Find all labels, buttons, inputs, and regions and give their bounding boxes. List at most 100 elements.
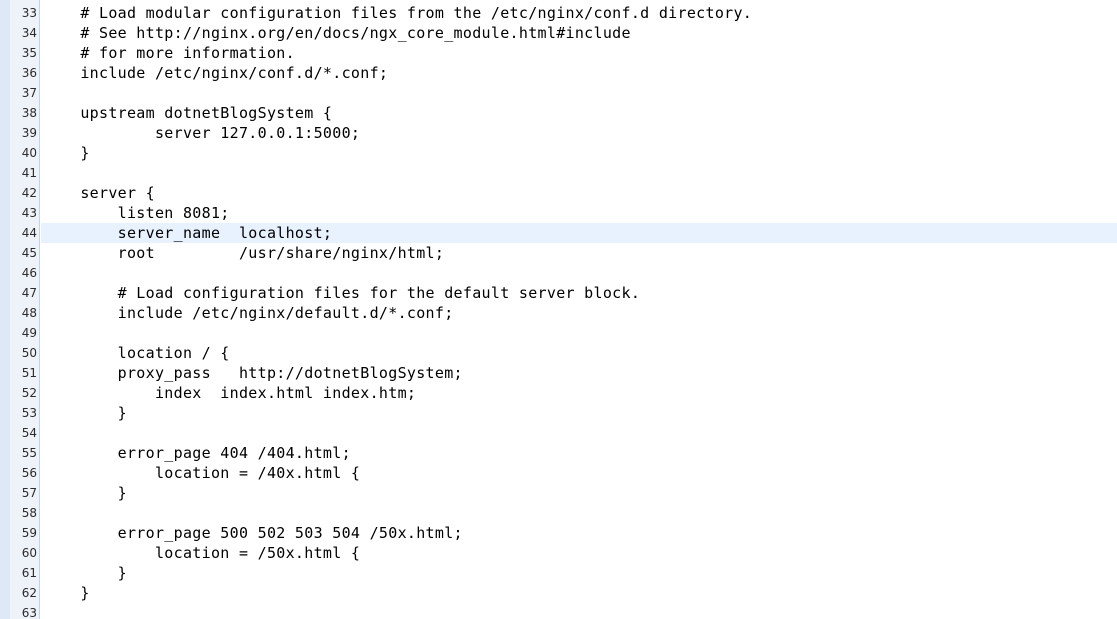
code-text[interactable]: # See http://nginx.org/en/docs/ngx_core_… (43, 24, 631, 42)
code-text[interactable]: location = /40x.html { (43, 464, 361, 482)
code-text[interactable]: # Load modular configuration files from … (43, 4, 753, 22)
code-line[interactable]: 39 server 127.0.0.1:5000; (0, 123, 1117, 143)
code-line-area[interactable] (41, 263, 1117, 283)
code-line-area[interactable]: include /etc/nginx/default.d/*.conf; (41, 303, 1117, 323)
code-line[interactable]: 48 include /etc/nginx/default.d/*.conf; (0, 303, 1117, 323)
code-line[interactable]: 41 (0, 163, 1117, 183)
code-line[interactable]: 58 (0, 503, 1117, 523)
code-line[interactable]: 34 # See http://nginx.org/en/docs/ngx_co… (0, 23, 1117, 43)
line-number: 60 (21, 546, 37, 560)
code-line-area[interactable]: root /usr/share/nginx/html; (41, 243, 1117, 263)
line-number: 62 (21, 586, 37, 600)
code-line[interactable]: 46 (0, 263, 1117, 283)
code-line-area[interactable]: } (41, 563, 1117, 583)
code-text[interactable]: error_page 404 /404.html; (43, 444, 351, 462)
code-text[interactable]: } (43, 144, 90, 162)
code-line[interactable]: 63 (0, 603, 1117, 619)
code-lines[interactable]: 33 # Load modular configuration files fr… (0, 3, 1117, 619)
code-text[interactable]: include /etc/nginx/default.d/*.conf; (43, 304, 454, 322)
code-line[interactable]: 55 error_page 404 /404.html; (0, 443, 1117, 463)
line-number: 61 (21, 566, 37, 580)
line-number-gutter (0, 0, 40, 619)
code-line-area[interactable]: include /etc/nginx/conf.d/*.conf; (41, 63, 1117, 83)
code-text[interactable]: # Load configuration files for the defau… (43, 284, 641, 302)
line-number: 39 (21, 126, 37, 140)
line-number: 35 (21, 46, 37, 60)
code-text[interactable]: proxy_pass http://dotnetBlogSystem; (43, 364, 463, 382)
code-line-area[interactable] (41, 163, 1117, 183)
code-text[interactable]: location / { (43, 344, 230, 362)
code-line[interactable]: 33 # Load modular configuration files fr… (0, 3, 1117, 23)
code-line-area[interactable]: } (41, 483, 1117, 503)
code-line[interactable]: 52 index index.html index.htm; (0, 383, 1117, 403)
code-text[interactable]: include /etc/nginx/conf.d/*.conf; (43, 64, 389, 82)
line-number: 40 (21, 146, 37, 160)
code-line-area[interactable]: # for more information. (41, 43, 1117, 63)
code-line[interactable]: 59 error_page 500 502 503 504 /50x.html; (0, 523, 1117, 543)
code-text[interactable]: index index.html index.htm; (43, 384, 417, 402)
code-line-area[interactable] (41, 83, 1117, 103)
code-line-area[interactable]: index index.html index.htm; (41, 383, 1117, 403)
code-line[interactable]: 44 server_name localhost; (0, 223, 1117, 243)
code-line-area[interactable] (41, 323, 1117, 343)
code-line-area[interactable]: server_name localhost; (41, 223, 1117, 243)
code-line[interactable]: 56 location = /40x.html { (0, 463, 1117, 483)
code-line[interactable]: 38 upstream dotnetBlogSystem { (0, 103, 1117, 123)
code-text[interactable]: listen 8081; (43, 204, 230, 222)
code-text[interactable]: location = /50x.html { (43, 544, 361, 562)
code-line-area[interactable]: upstream dotnetBlogSystem { (41, 103, 1117, 123)
code-text[interactable]: upstream dotnetBlogSystem { (43, 104, 333, 122)
code-line-area[interactable]: error_page 500 502 503 504 /50x.html; (41, 523, 1117, 543)
code-line-area[interactable]: # Load configuration files for the defau… (41, 283, 1117, 303)
code-line-area[interactable] (41, 423, 1117, 443)
code-line[interactable]: 37 (0, 83, 1117, 103)
code-line[interactable]: 54 (0, 423, 1117, 443)
code-line[interactable]: 57 } (0, 483, 1117, 503)
code-line[interactable]: 50 location / { (0, 343, 1117, 363)
code-line[interactable]: 35 # for more information. (0, 43, 1117, 63)
code-line-area[interactable]: proxy_pass http://dotnetBlogSystem; (41, 363, 1117, 383)
code-text[interactable]: } (43, 584, 90, 602)
code-text[interactable]: server { (43, 184, 155, 202)
code-line-area[interactable]: server { (41, 183, 1117, 203)
code-line-area[interactable]: location / { (41, 343, 1117, 363)
code-text[interactable]: } (43, 404, 127, 422)
code-line[interactable]: 51 proxy_pass http://dotnetBlogSystem; (0, 363, 1117, 383)
line-number: 34 (21, 26, 37, 40)
code-text[interactable]: server 127.0.0.1:5000; (43, 124, 361, 142)
code-line-area[interactable]: error_page 404 /404.html; (41, 443, 1117, 463)
code-line-area[interactable] (41, 603, 1117, 619)
code-line[interactable]: 43 listen 8081; (0, 203, 1117, 223)
code-text[interactable]: root /usr/share/nginx/html; (43, 244, 445, 262)
code-text[interactable]: } (43, 564, 127, 582)
code-line-area[interactable]: listen 8081; (41, 203, 1117, 223)
code-line-area[interactable]: location = /40x.html { (41, 463, 1117, 483)
code-line[interactable]: 62 } (0, 583, 1117, 603)
code-line-area[interactable]: location = /50x.html { (41, 543, 1117, 563)
code-line-area[interactable]: } (41, 403, 1117, 423)
code-line-area[interactable]: server 127.0.0.1:5000; (41, 123, 1117, 143)
line-number: 58 (21, 506, 37, 520)
code-text[interactable]: error_page 500 502 503 504 /50x.html; (43, 524, 463, 542)
code-line-area[interactable] (41, 503, 1117, 523)
code-line[interactable]: 49 (0, 323, 1117, 343)
code-line-area[interactable]: } (41, 143, 1117, 163)
code-text[interactable]: server_name localhost; (43, 224, 333, 242)
code-line[interactable]: 60 location = /50x.html { (0, 543, 1117, 563)
code-line[interactable]: 53 } (0, 403, 1117, 423)
code-line[interactable]: 47 # Load configuration files for the de… (0, 283, 1117, 303)
code-line[interactable]: 42 server { (0, 183, 1117, 203)
line-number: 42 (21, 186, 37, 200)
code-line[interactable]: 45 root /usr/share/nginx/html; (0, 243, 1117, 263)
code-text[interactable]: } (43, 484, 127, 502)
code-line[interactable]: 36 include /etc/nginx/conf.d/*.conf; (0, 63, 1117, 83)
code-text[interactable]: # for more information. (43, 44, 295, 62)
code-line-area[interactable]: } (41, 583, 1117, 603)
code-line-area[interactable]: # Load modular configuration files from … (41, 3, 1117, 23)
code-line[interactable]: 40 } (0, 143, 1117, 163)
code-line[interactable]: 61 } (0, 563, 1117, 583)
line-number: 41 (21, 166, 37, 180)
code-line-area[interactable]: # See http://nginx.org/en/docs/ngx_core_… (41, 23, 1117, 43)
line-number: 33 (21, 6, 37, 20)
